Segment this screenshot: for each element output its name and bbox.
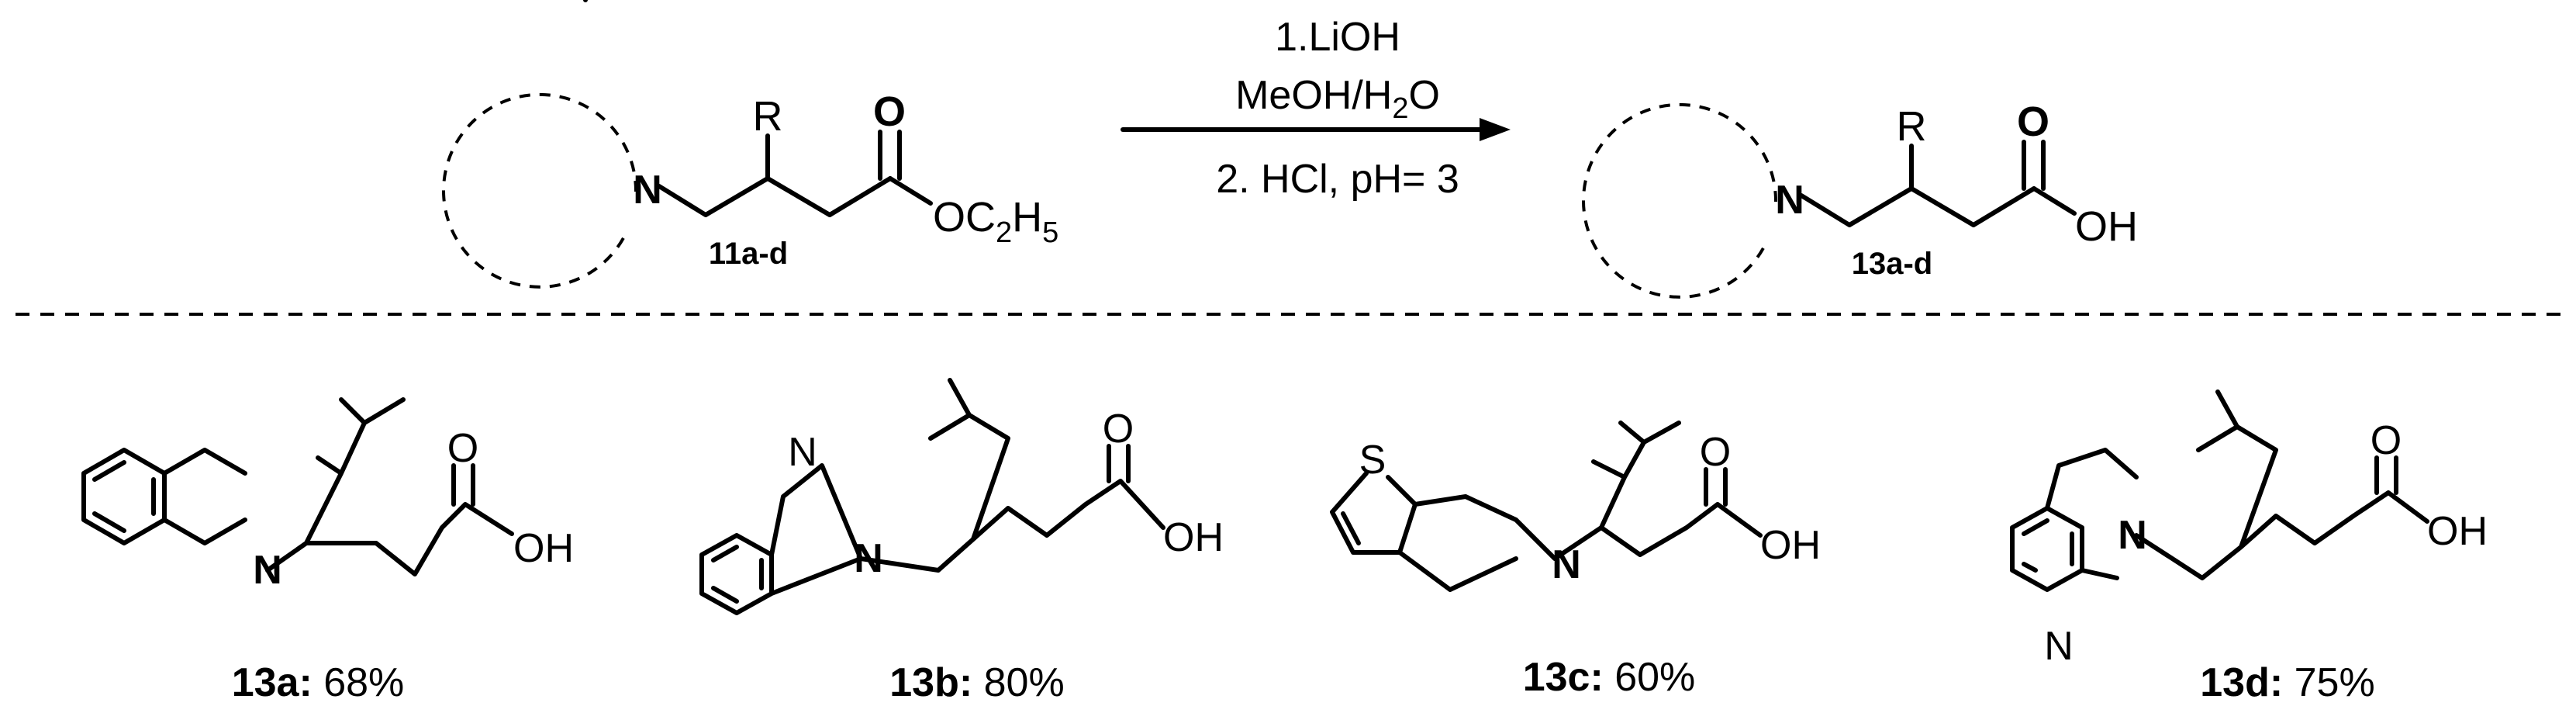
- reactant-compound-label: 11a-d: [709, 237, 788, 271]
- 13b-aromatic-inner: [711, 545, 764, 604]
- 13b-o-atom: O: [1103, 407, 1134, 452]
- 13c-n-atom: N: [1552, 542, 1581, 587]
- 13d-n1-atom: N: [2118, 513, 2147, 558]
- compound-13b-structure: N N O OH 13b: 80%: [699, 378, 1224, 705]
- 13d-o-atom: O: [2371, 418, 2402, 463]
- condition-step2: 2. HCl, pH= 3: [1216, 157, 1459, 202]
- 13a-oh-group: OH: [513, 526, 574, 571]
- 13c-skeleton: [583, 0, 1763, 592]
- 13b-n1-atom: N: [788, 430, 817, 475]
- 13b-skeleton: [699, 378, 1165, 615]
- reactant-n-atom: N: [633, 168, 662, 213]
- reactant-ester-group: OC2H5: [933, 194, 1058, 249]
- reaction-arrow-group: 1.LiOH MeOH/H2O 2. HCl, pH= 3: [1121, 15, 1511, 202]
- 13c-o-atom: O: [1700, 430, 1731, 475]
- 13d-skeleton: [2010, 389, 2429, 592]
- product-r-group: R: [1897, 103, 1927, 150]
- reaction-arrow-head: [1480, 118, 1511, 141]
- condition-solvent: MeOH/H2O: [1235, 73, 1440, 125]
- 13c-label: 13c: 60%: [1523, 655, 1696, 700]
- product-oh-bond: [2032, 186, 2077, 216]
- compound-13c-structure: S N O OH 13c: 60%: [583, 0, 1821, 700]
- 13c-oh-group: OH: [1760, 523, 1821, 568]
- product-oh-group: OH: [2075, 203, 2138, 250]
- condition-step1: 1.LiOH: [1275, 15, 1400, 60]
- product-carbonyl-oxygen: O: [2017, 99, 2049, 145]
- 13b-label: 13b: 80%: [889, 660, 1064, 705]
- 13a-o-atom: O: [447, 426, 478, 471]
- product-structure: N R O OH 13a-d: [1582, 99, 2138, 299]
- 13c-thiophene-double: [1341, 511, 1361, 545]
- 13d-aromatic-inner: [2022, 518, 2074, 573]
- compound-13a-structure: N O OH 13a: 68%: [81, 397, 574, 705]
- reactant-r-group: R: [753, 93, 783, 140]
- reactant-carbonyl-oxygen: O: [873, 88, 906, 135]
- 13a-n-atom: N: [253, 548, 282, 593]
- reactant-chain-bonds: [657, 176, 893, 217]
- 13d-label: 13d: 75%: [2200, 660, 2374, 705]
- 13d-oh-group: OH: [2427, 509, 2488, 554]
- reactant-ester-bond: [888, 176, 933, 206]
- 13b-oh-group: OH: [1163, 515, 1224, 560]
- 13c-s-atom: S: [1359, 438, 1386, 483]
- generic-ring-outline-product: [1582, 102, 1778, 299]
- product-chain-bonds: [1799, 186, 2036, 227]
- reactant-structure: N R O OC2H5 11a-d: [442, 88, 1058, 289]
- 13a-aromatic-inner: [92, 460, 156, 533]
- generic-ring-outline: [442, 92, 638, 289]
- product-compound-label: 13a-d: [1852, 247, 1933, 281]
- 13b-n2-atom: N: [854, 536, 883, 581]
- compound-13d-structure: N N O OH 13d: 75%: [2010, 389, 2488, 705]
- 13a-label: 13a: 68%: [232, 660, 405, 705]
- product-n-atom: N: [1775, 178, 1804, 223]
- 13a-skeleton: [81, 397, 514, 576]
- 13d-n2-atom: N: [2044, 624, 2074, 669]
